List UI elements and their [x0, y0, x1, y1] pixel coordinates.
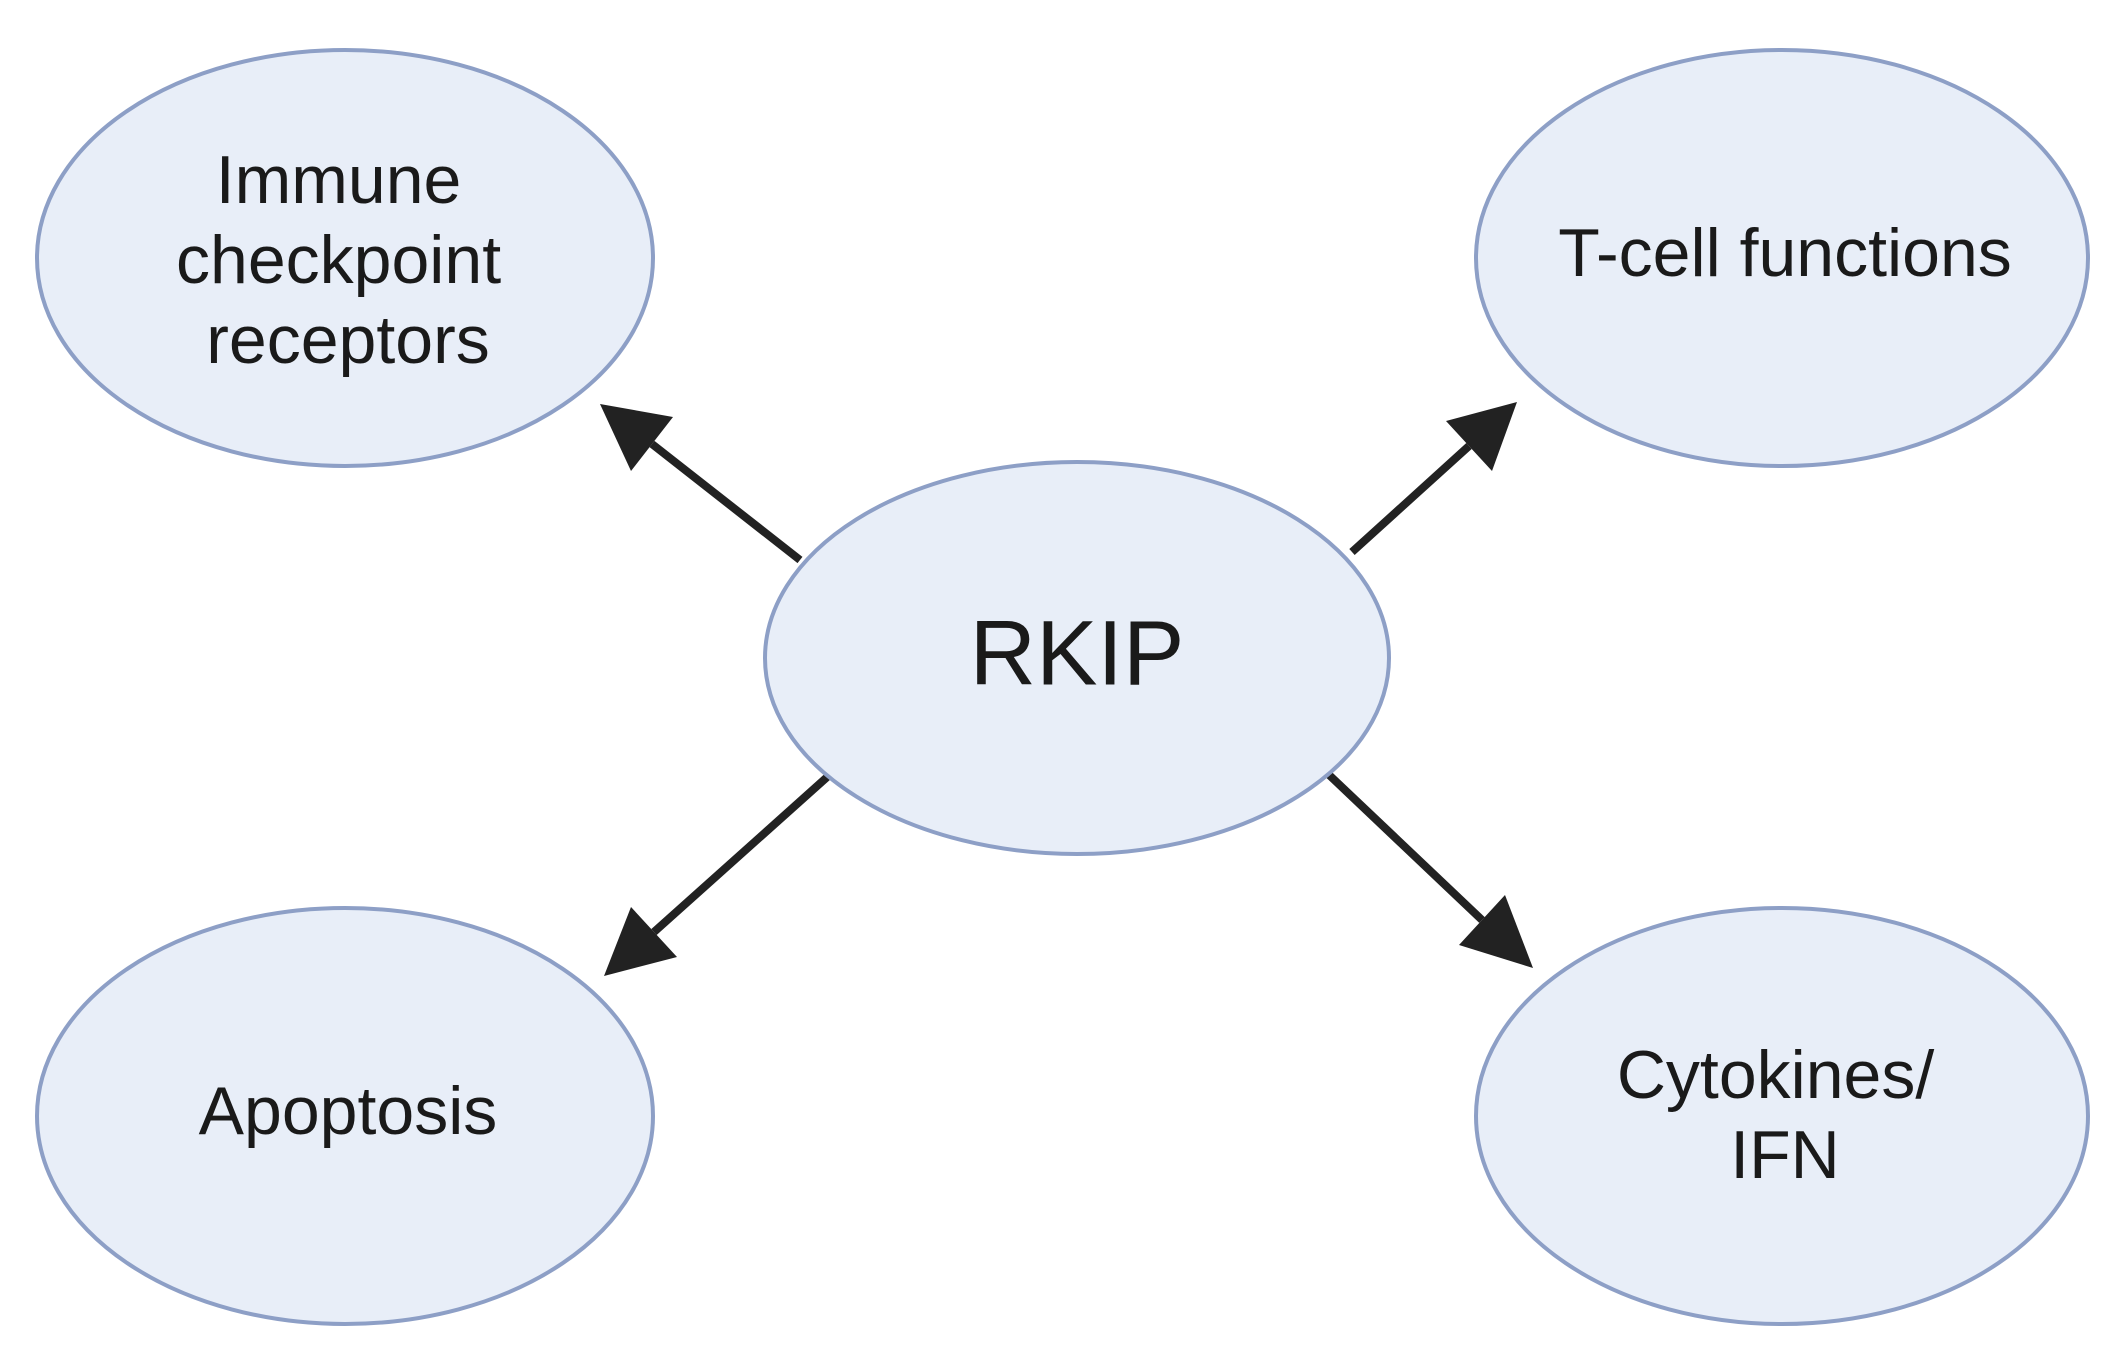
- node-label-line: Immune: [216, 142, 462, 218]
- node-label-line: Apoptosis: [199, 1073, 498, 1149]
- node-t-cell-functions: T-cell functions: [1474, 48, 2090, 468]
- node-rkip-ellipse: [763, 460, 1391, 856]
- node-t-cell-functions-label: T-cell functions: [1558, 215, 2012, 291]
- node-cytokines-ifn-ellipse: [1474, 906, 2090, 1326]
- node-apoptosis-ellipse: [35, 906, 655, 1326]
- node-t-cell-functions-ellipse: [1474, 48, 2090, 468]
- node-cytokines-ifn-label: Cytokines/ IFN: [1617, 1037, 1953, 1193]
- node-rkip-label: RKIP: [970, 602, 1185, 704]
- node-apoptosis: Apoptosis: [35, 906, 655, 1326]
- node-immune-checkpoint-receptors-ellipse: [35, 48, 655, 468]
- arrow-to-apoptosis: [604, 767, 838, 976]
- node-apoptosis-label: Apoptosis: [199, 1073, 498, 1149]
- arrow-to-t-cell-functions: [1349, 402, 1517, 555]
- node-label-line: T-cell functions: [1558, 215, 2012, 291]
- node-label-line: checkpoint: [176, 222, 501, 298]
- arrow-to-cytokines-ifn: [1323, 769, 1533, 968]
- node-immune-checkpoint-receptors: Immune checkpoint receptors: [35, 48, 655, 468]
- node-label-line: receptors: [206, 302, 489, 378]
- node-label-line: IFN: [1730, 1117, 1840, 1193]
- node-label-line: Cytokines/: [1617, 1037, 1935, 1113]
- arrow-to-immune-checkpoint: [600, 404, 803, 564]
- node-cytokines-ifn: Cytokines/ IFN: [1474, 906, 2090, 1326]
- node-rkip: RKIP: [763, 460, 1391, 856]
- node-immune-checkpoint-receptors-label: Immune checkpoint receptors: [176, 142, 520, 378]
